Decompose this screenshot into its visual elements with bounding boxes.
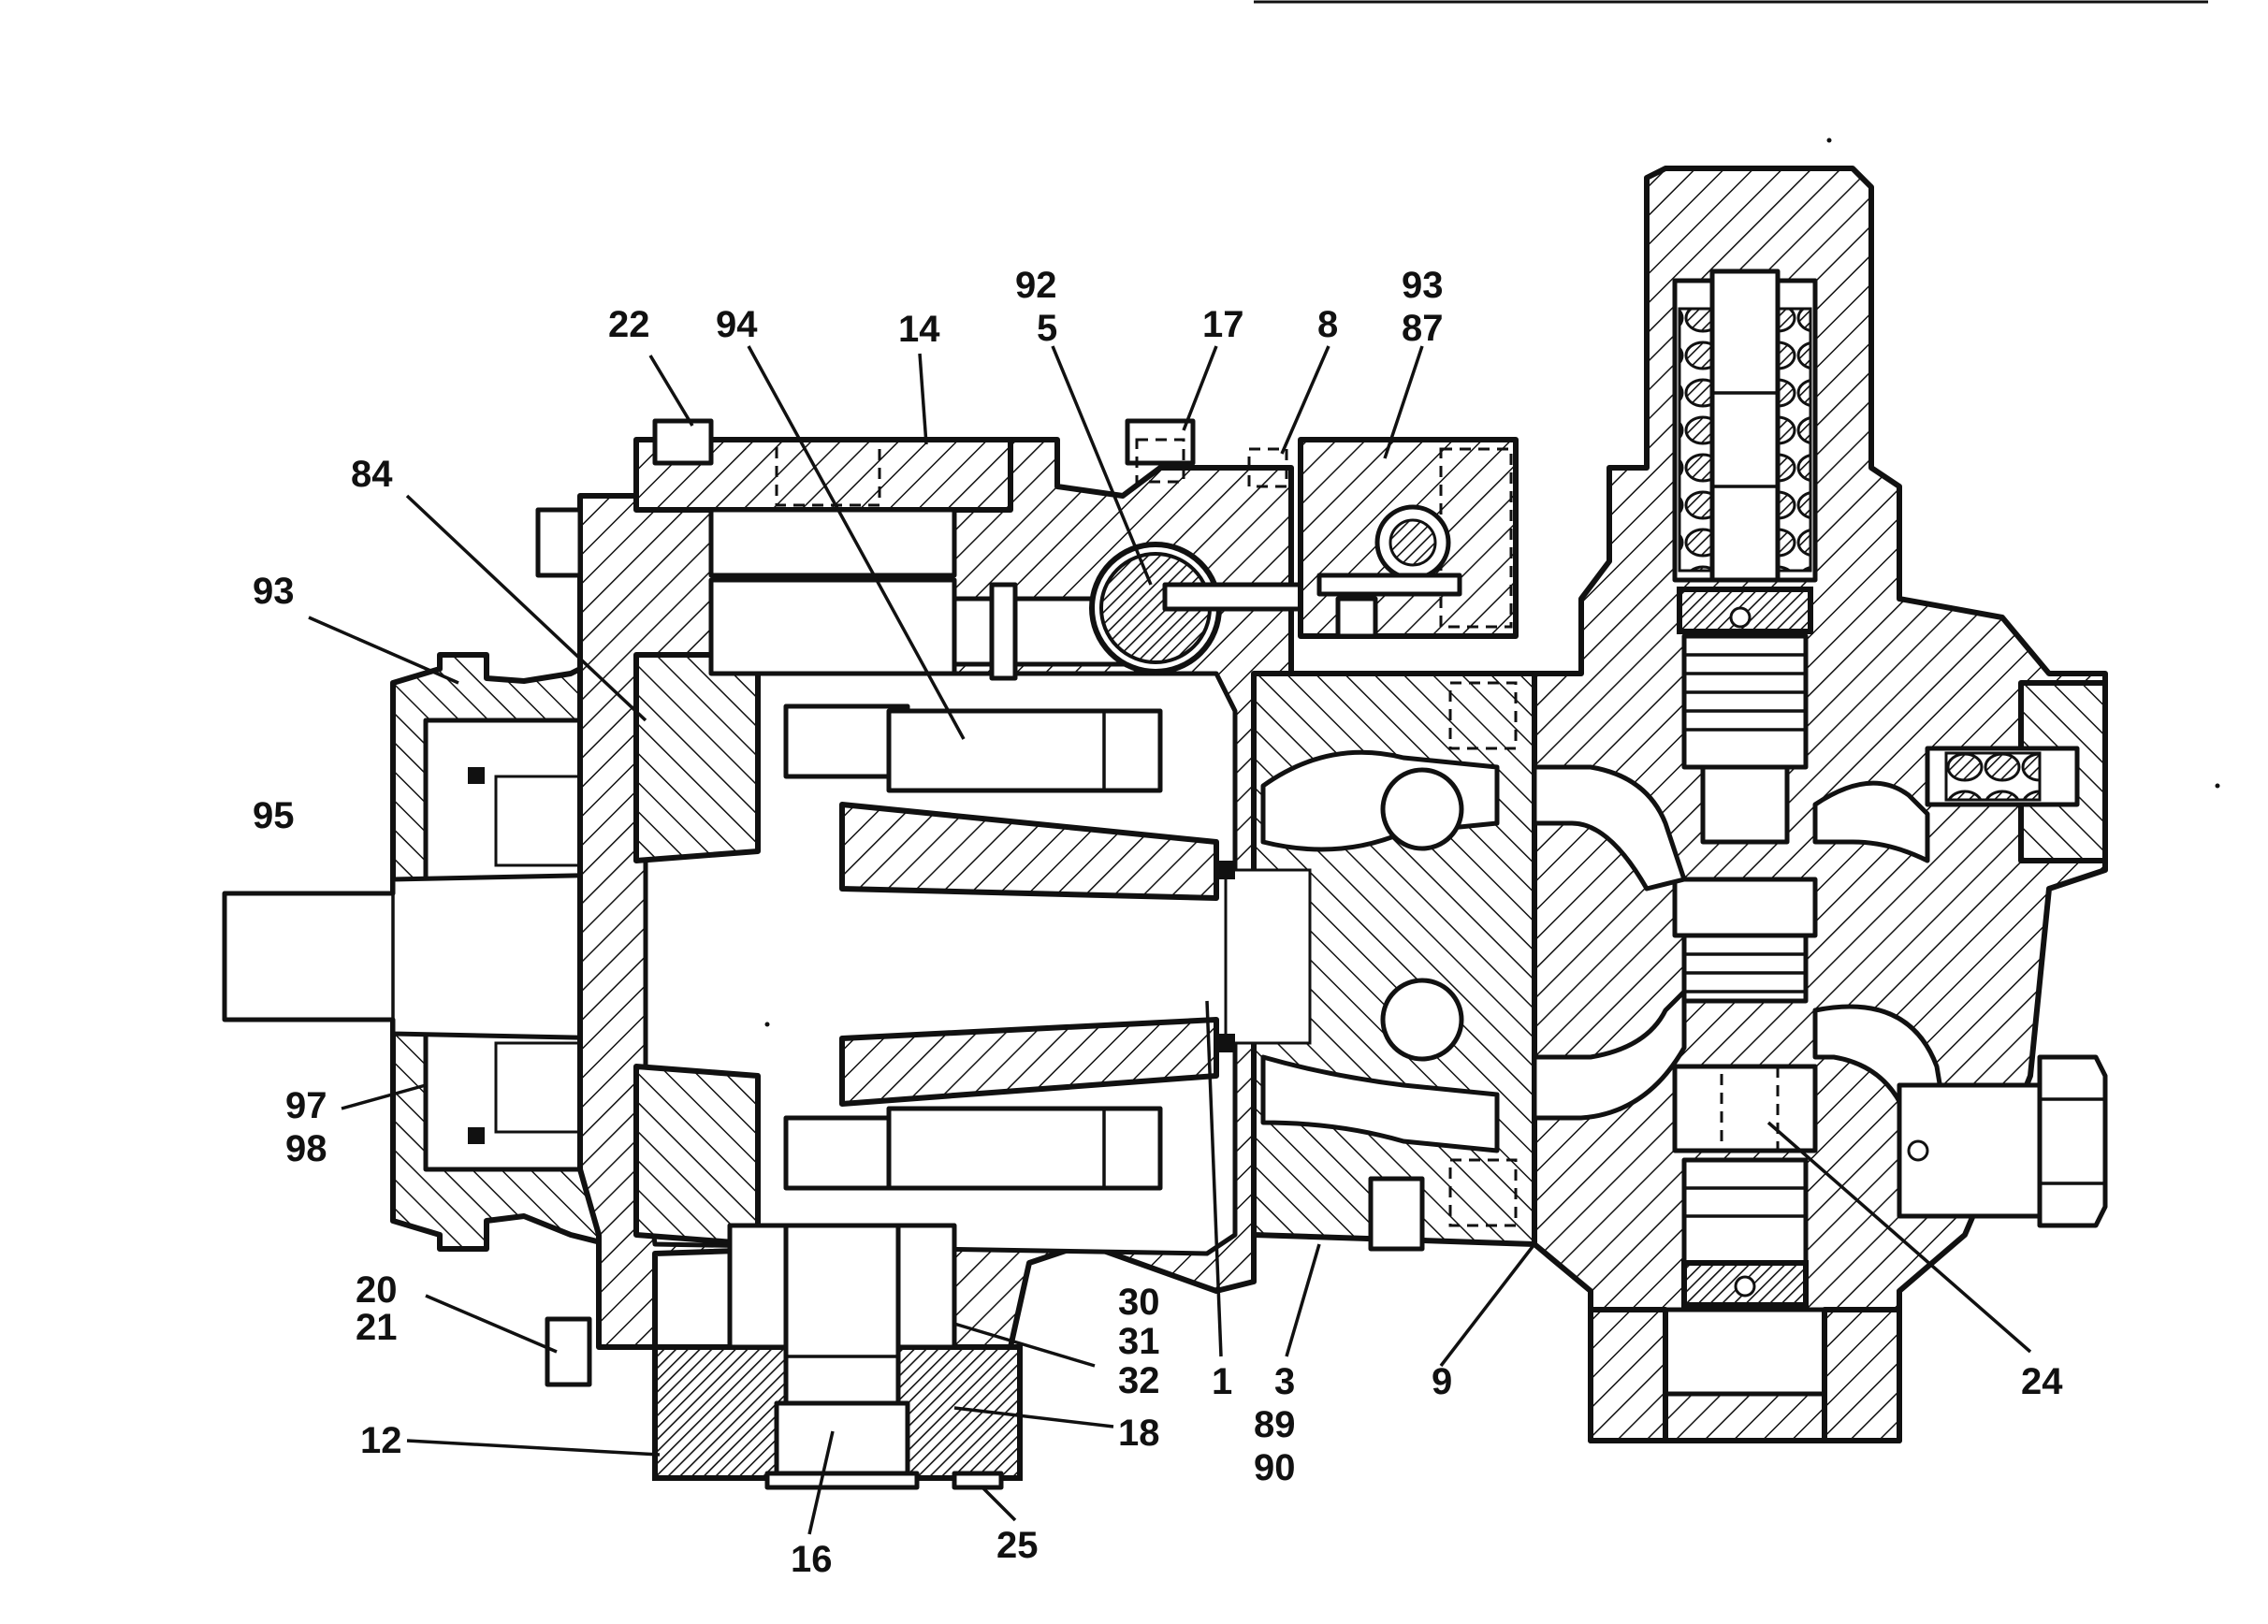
cylinder-block-lower	[633, 1017, 1219, 1247]
leader-lines	[308, 345, 2032, 1535]
callout-9: 9	[1432, 1361, 1452, 1402]
piston-lower-94	[783, 1106, 1163, 1191]
control-valve-block-87	[1298, 437, 1519, 639]
callout-93: 93	[253, 571, 295, 612]
speck	[764, 1022, 770, 1027]
flow-passage-upper	[1532, 764, 1930, 892]
callout-94: 94	[716, 304, 758, 345]
ball-joint-92-5	[1089, 542, 1327, 674]
callout-84: 84	[351, 454, 393, 495]
drain-plug-16	[764, 1223, 920, 1490]
speck	[1826, 138, 1832, 143]
callout-18: 18	[1118, 1413, 1160, 1454]
valve-spool	[1672, 633, 1818, 1308]
plug-8	[1247, 447, 1288, 488]
callout-14: 14	[898, 309, 940, 350]
callout-22: 22	[608, 304, 650, 345]
callout-12: 12	[360, 1420, 402, 1461]
front-bearing	[468, 767, 591, 1144]
callout-16: 16	[791, 1539, 833, 1580]
speck	[2215, 783, 2220, 789]
port-plate-3	[1251, 671, 1537, 1252]
piston-upper-94	[783, 703, 1163, 793]
callout-95: 95	[253, 795, 295, 836]
plug-17	[1125, 418, 1196, 484]
check-valve-right	[1925, 680, 2108, 863]
servo-cylinder-14	[633, 418, 1013, 676]
callout-25: 25	[996, 1525, 1039, 1566]
relief-valve-upper	[1672, 268, 1818, 634]
callout-24: 24	[2021, 1361, 2063, 1402]
valve-bottom-cap	[1588, 1307, 1902, 1443]
bolt-top-left	[535, 507, 583, 578]
hex-plug-24	[1897, 1054, 2108, 1228]
callout-1: 1	[1212, 1361, 1232, 1402]
rear-shaft-bearing	[1216, 861, 1312, 1052]
callout-17: 17	[1202, 304, 1244, 345]
callout-8: 8	[1317, 304, 1338, 345]
cylinder-block-upper	[633, 652, 1219, 901]
seal-25	[952, 1471, 1004, 1490]
